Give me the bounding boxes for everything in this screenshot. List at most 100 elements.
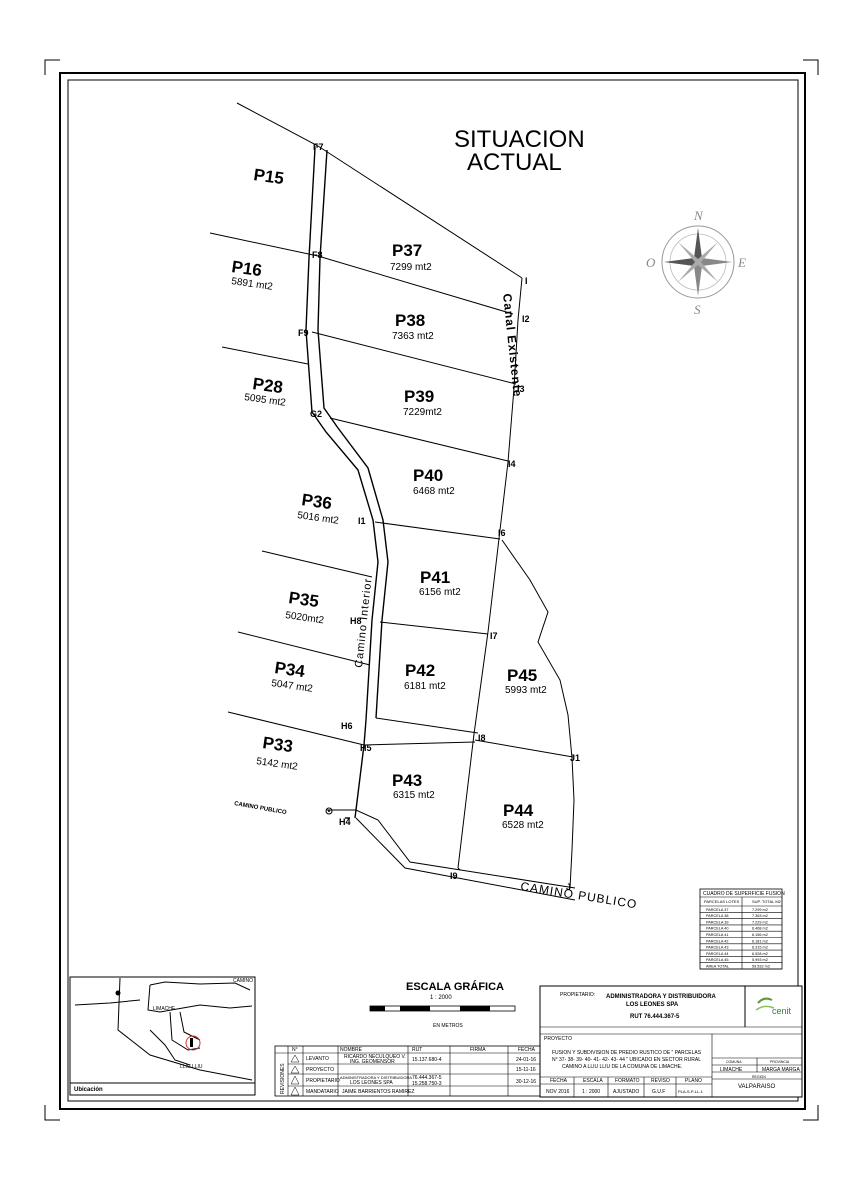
point-i2: I2: [522, 314, 530, 324]
point-h6: H6: [341, 721, 353, 731]
triangle-icon: [290, 1086, 300, 1096]
parcel-p40-area: 6468 mt2: [413, 486, 455, 497]
parcel-p33-name: P33: [261, 733, 294, 756]
point-i9: I9: [450, 871, 458, 881]
owner-name: ADMINISTRADORA Y DISTRIBUIDORA: [606, 994, 717, 1000]
location-map: LIMACHE LLIU LLIU CAMINO Ubicación: [69, 976, 256, 1096]
location-label: Ubicación: [74, 1087, 103, 1093]
parcel-p33-area: 5142 mt2: [256, 756, 299, 773]
parcel-p45-area: 5993 mt2: [505, 685, 547, 696]
point-h4: H4: [339, 817, 351, 827]
parcel-p36-name: P36: [300, 490, 333, 513]
rev-h-name: NOMBRE: [340, 1047, 363, 1053]
point-i: I: [525, 276, 528, 286]
parcel-p28-name: P28: [251, 374, 284, 397]
rev-row3-rut: 76.444.367-5: [412, 1075, 442, 1081]
location-place-lliu: LLIU LLIU: [180, 1064, 203, 1070]
commune-value: LIMACHE: [720, 1067, 743, 1073]
parcel-p41-name: P41: [420, 568, 450, 587]
surface-table-parcel: PARCELA 45: [706, 958, 729, 962]
surface-table-parcel: PARCELA 40: [706, 927, 729, 931]
rev-row3-role: PROPIETARIO: [306, 1078, 340, 1084]
parcel-p38-name: P38: [395, 311, 425, 330]
owner-name2: LOS LEONES SPA: [626, 1002, 679, 1008]
plano-value: PLA-S-P-LL-1: [678, 1089, 704, 1094]
point-i7: I7: [490, 631, 498, 641]
parcel-p36-area: 5016 mt2: [297, 510, 340, 527]
plano-label: PLANO: [685, 1078, 702, 1084]
rev-row4-rut: 15.258.750-3: [412, 1081, 442, 1087]
parcel-p37-area: 7299 mt2: [390, 262, 432, 273]
parcel-p42-area: 6181 mt2: [404, 681, 446, 692]
triangle-icon: [290, 1065, 300, 1074]
camino-publico-small-label: CAMINO PUBLICO: [234, 801, 288, 816]
parcel-p38-area: 7363 mt2: [392, 331, 434, 342]
rev-row4-name: JAIME BARRIENTOS RAMIREZ: [342, 1089, 414, 1095]
triangle-icon: [290, 1075, 300, 1085]
rev-h-n: N°: [292, 1047, 298, 1053]
point-g2: G2: [310, 409, 322, 419]
rev-row1-role: LEVANTO: [306, 1056, 329, 1062]
logo-text: cenit: [772, 1006, 792, 1016]
formato-value: AJUSTADO: [613, 1089, 639, 1095]
parcel-p35-name: P35: [287, 588, 320, 611]
parcel-p15-name: P15: [252, 165, 285, 188]
surface-table-area: 6.528 m2: [752, 952, 768, 956]
rev-row2-fecha: 15-11-16: [516, 1067, 536, 1073]
point-j1: J1: [570, 753, 580, 763]
escala-value: 1 : 2000: [582, 1089, 600, 1095]
owner-label: PROPIETARIO:: [560, 992, 595, 998]
point-h5: H5: [360, 743, 372, 753]
parcel-p44-area: 6528 mt2: [502, 820, 544, 831]
project-label: PROYECTO: [544, 1036, 572, 1042]
surface-table-parcel: PARCELA 39: [706, 920, 729, 924]
commune-label: COMUNA: [726, 1060, 742, 1064]
canal-label: Canal Existente: [500, 293, 525, 398]
surface-table-parcel: PARCELA 41: [706, 933, 729, 937]
rev-row3-name: ADMINISTRADORA Y DISTRIBUIDORA: [340, 1075, 412, 1080]
vertex-labels: F7 F8 F9 G2 I1 H8 H6 H5 H4 I I2 I3 I4 I6…: [298, 142, 580, 892]
triangle-icon: [290, 1054, 300, 1063]
surface-table-area: 6.181 m2: [752, 939, 768, 943]
point-i3: I3: [517, 384, 525, 394]
parcel-p44-name: P44: [503, 801, 534, 820]
surface-table-h2: SUP. TOTAL M2: [752, 899, 782, 904]
compass-e: E: [737, 255, 746, 270]
location-place-camino: CAMINO: [233, 978, 253, 984]
parcel-p41-area: 6156 mt2: [419, 587, 461, 598]
crop-marks: [44, 59, 819, 1121]
parcel-p34-area: 5047 mt2: [271, 678, 314, 695]
rev-row4-role: MANDATARIO: [306, 1089, 339, 1095]
rev-h-rut: RUT: [412, 1047, 422, 1053]
parcel-p42-name: P42: [405, 661, 435, 680]
surface-table-area: 7.363 m2: [752, 914, 768, 918]
surface-table-area: 59.532 m2: [752, 965, 770, 969]
province-value: MARGA MARGA: [762, 1067, 800, 1073]
parcel-p35-area: 5020mt2: [285, 610, 326, 626]
rev-row1-name: RICARDO NECULQUEO V.: [344, 1054, 406, 1060]
fecha-value: NOV 2016: [546, 1089, 570, 1095]
scale-ratio: 1 : 2000: [430, 995, 452, 1001]
point-i6: I6: [498, 528, 506, 538]
parcel-p39-name: P39: [404, 387, 434, 406]
escala-label: ESCALA: [583, 1078, 603, 1084]
project-text3: CAMINO A LLIU LLIU DE LA COMUNA DE LIMAC…: [562, 1064, 682, 1070]
fecha-label: FECHA: [550, 1078, 568, 1084]
surface-table-area: 6.468 m2: [752, 927, 768, 931]
compass-s: S: [694, 302, 701, 317]
point-f7: F7: [313, 142, 324, 152]
title-line2: ACTUAL: [467, 149, 562, 176]
region-label: REGION: [752, 1075, 766, 1079]
point-i4: I4: [508, 459, 516, 469]
owner-rut: RUT 76.444.367-5: [630, 1014, 680, 1020]
compass-o: O: [646, 255, 656, 270]
formato-label: FORMATO: [615, 1078, 640, 1084]
parcel-labels: P15 P16 5891 mt2 P28 5095 mt2 P36 5016 m…: [230, 165, 547, 831]
point-f9: F9: [298, 328, 309, 338]
scale-unit: EN METROS: [433, 1023, 463, 1029]
compass-n: N: [693, 208, 704, 223]
point-i1: I1: [358, 516, 366, 526]
surface-table-parcel: PARCELA 42: [706, 939, 729, 943]
scale-block: ESCALA GRÁFICA 1 : 2000 EN METROS: [369, 980, 516, 1029]
revisions-side-label: REVISIONES: [280, 1063, 286, 1094]
